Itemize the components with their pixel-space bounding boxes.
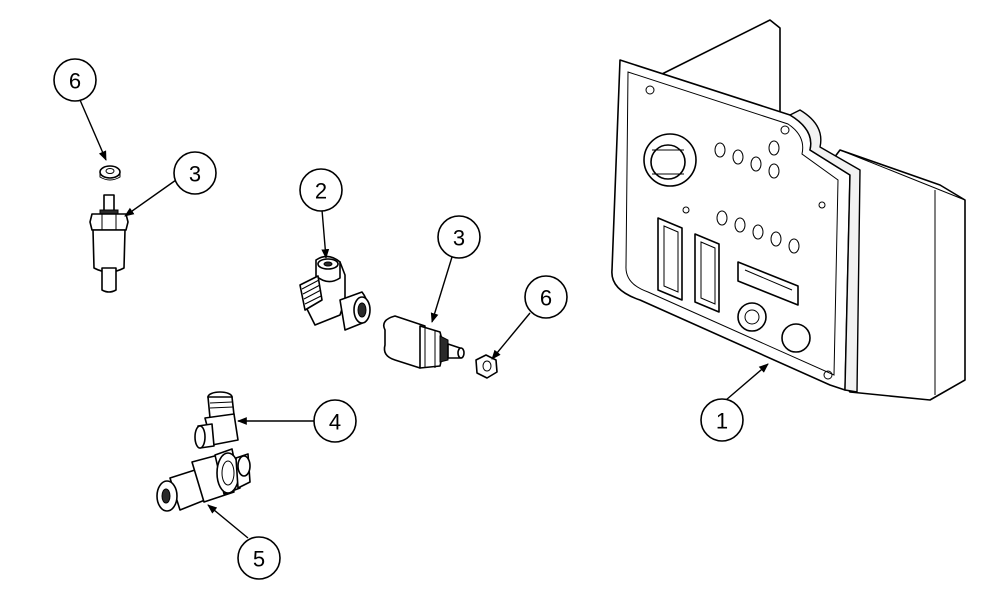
callout-6-top: 6: [53, 58, 97, 102]
elbow-fitting-part-4: [194, 391, 239, 449]
callout-3-middle: 3: [437, 215, 481, 259]
callout-label: 1: [716, 409, 728, 434]
callout-label: 6: [69, 69, 81, 94]
callout-label: 4: [329, 410, 341, 435]
callout-6-middle: 6: [524, 275, 568, 319]
callout-label: 5: [253, 547, 265, 572]
callout-label: 3: [189, 162, 201, 187]
sensor-part-3-middle: [382, 315, 465, 369]
leader-callout-5: [207, 504, 249, 539]
callout-4: 4: [313, 399, 357, 443]
sensor-part-3-left: [89, 194, 129, 293]
tee-fitting-part-2: [299, 255, 371, 331]
callout-label: 6: [540, 286, 552, 311]
leader-callout-1: [725, 363, 769, 401]
leader-callout-3-left: [124, 179, 177, 217]
instrument-panel-housing: [611, 19, 966, 401]
nut-part-6-top: [99, 165, 121, 181]
bulkhead-connector-part-5: [156, 448, 251, 512]
leader-callout-6-top: [79, 99, 107, 161]
callout-5: 5: [237, 536, 281, 580]
callout-2: 2: [299, 168, 343, 212]
nut-part-6-middle: [475, 354, 498, 379]
leader-callout-3-middle: [430, 256, 453, 323]
callout-1: 1: [700, 398, 744, 442]
leader-callout-6-middle: [491, 312, 531, 360]
leader-callout-2: [321, 209, 330, 259]
callout-label: 2: [315, 179, 327, 204]
callout-3-left: 3: [173, 151, 217, 195]
callout-label: 3: [453, 226, 465, 251]
